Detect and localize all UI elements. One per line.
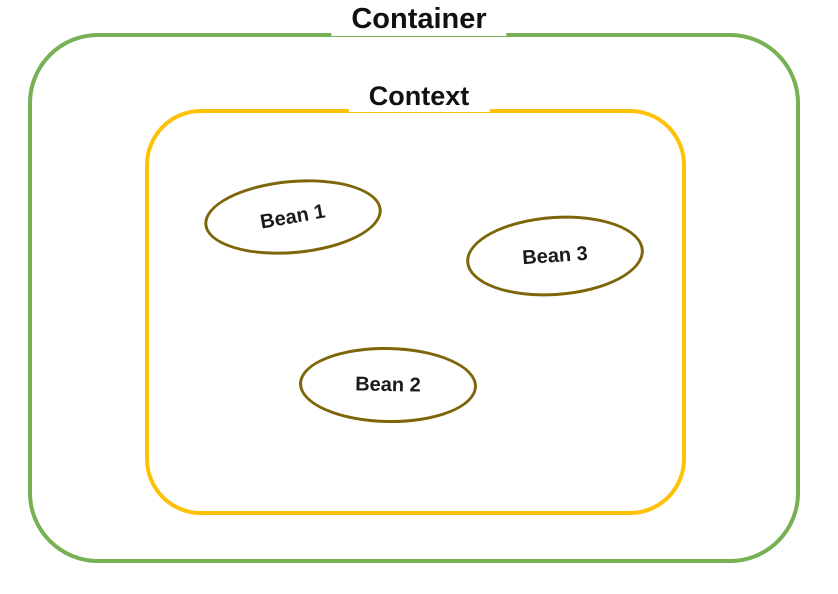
bean-label-2: Bean 2 [355,372,421,397]
context-box [145,109,686,515]
bean-label-3: Bean 3 [521,242,589,269]
container-label: Container [331,2,507,36]
bean-label-1: Bean 1 [258,199,328,234]
context-label: Context [348,80,490,112]
